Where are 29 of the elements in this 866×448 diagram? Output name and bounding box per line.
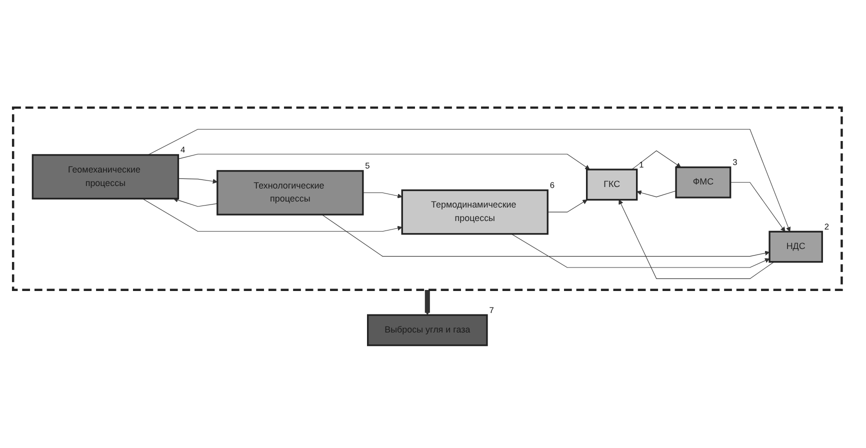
arrow: [362, 192, 402, 199]
arrow: [142, 198, 402, 232]
callout-number: 5: [365, 161, 370, 171]
arrow: [547, 200, 588, 213]
arrow: [636, 190, 676, 198]
node-box: Выбросы угля и газа: [367, 314, 488, 346]
arrow: [178, 178, 218, 184]
node-box: Геомеханические процессы: [32, 154, 180, 200]
arrow: [148, 129, 791, 232]
callout-number: 3: [732, 157, 738, 168]
node-box: НДС: [768, 231, 823, 264]
arrow: [322, 214, 770, 257]
callout-number: 6: [550, 180, 555, 190]
arrow: [730, 182, 786, 232]
arrow: [618, 200, 774, 280]
callout-number: 4: [180, 145, 186, 156]
callout-number: 2: [824, 222, 830, 232]
cluster: [12, 106, 843, 292]
node-box: Технологические процессы: [216, 170, 364, 216]
callout-number: 1: [639, 160, 644, 170]
arrow: [178, 154, 590, 170]
arrow: [631, 150, 682, 170]
node-box: Термодинамические процессы: [401, 190, 548, 236]
arrow: [510, 234, 770, 268]
callout-number: 7: [489, 305, 494, 316]
node-box: ФМС: [675, 166, 732, 199]
node-box: ГКС: [586, 169, 638, 201]
arrow: [173, 198, 218, 208]
arrow: [424, 290, 430, 316]
